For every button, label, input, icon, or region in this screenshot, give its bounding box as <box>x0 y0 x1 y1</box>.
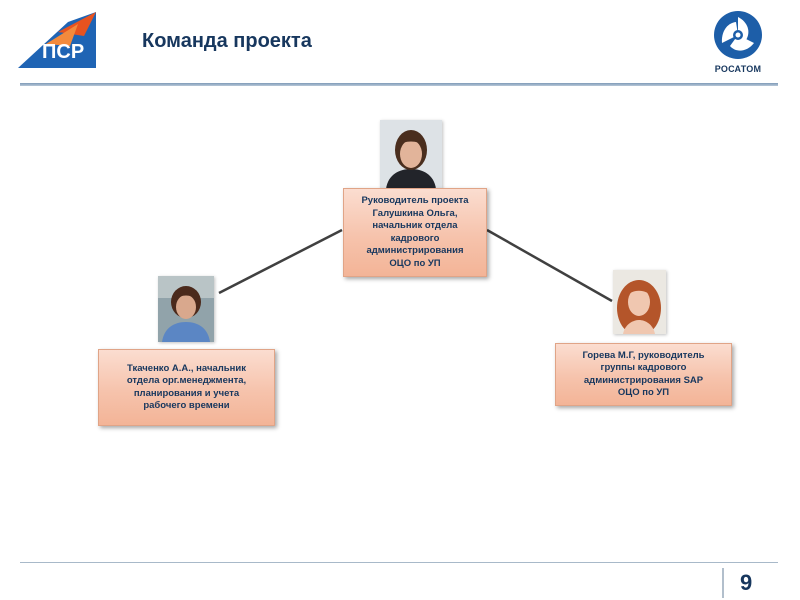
left-member-photo <box>158 276 214 342</box>
left-member-role-box: Ткаченко А.А., начальник отдела орг.мене… <box>98 349 275 426</box>
left-member-role-line: отдела орг.менеджмента, <box>126 375 247 386</box>
lead-role-line: начальник отдела <box>372 220 458 231</box>
page-number: 9 <box>740 570 753 595</box>
psr-logo-text: ПСР <box>42 41 84 63</box>
left-member-role-line: рабочего времени <box>143 400 230 411</box>
lead-photo <box>380 120 442 189</box>
lead-role-line: ОЦО по УП <box>389 257 441 269</box>
left-member-role-line: Ткаченко А.А., начальник <box>127 362 246 374</box>
header-divider <box>20 83 778 86</box>
connector-right <box>486 228 613 303</box>
lead-role-box: Руководитель проекта Галушкина Ольга, на… <box>343 188 487 277</box>
right-member-role-line: ОЦО по УП <box>617 387 670 398</box>
atom-icon <box>714 11 762 59</box>
right-member-role-line: Горева М.Г, руководитель <box>582 349 705 361</box>
rosatom-wordmark: РОСАТОМ <box>714 64 762 74</box>
psr-logo-icon: ПСР <box>18 12 96 68</box>
right-member-role-line: группы кадрового <box>600 362 687 373</box>
psr-logo: ПСР <box>18 12 96 68</box>
right-member-role-line: администрирования SAP <box>583 374 704 386</box>
connector-left <box>218 228 343 295</box>
page-number-separator <box>722 568 724 598</box>
left-member-role-line: планирования и учета <box>133 387 240 399</box>
footer-divider <box>20 562 778 563</box>
lead-role-line: администрирования <box>366 245 464 256</box>
lead-role-line: Галушкина Ольга, <box>372 207 458 219</box>
lead-role-line: Руководитель проекта <box>361 195 469 206</box>
right-member-role-box: Горева М.Г, руководитель группы кадровог… <box>555 343 732 406</box>
page-title: Команда проекта <box>142 30 312 52</box>
right-member-photo <box>613 270 666 334</box>
rosatom-logo: РОСАТОМ <box>705 10 771 78</box>
lead-role-line: кадрового <box>390 232 440 244</box>
